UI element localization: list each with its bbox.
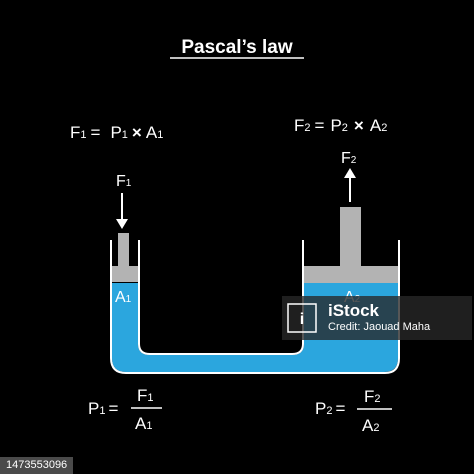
svg-text:P1=: P1= [88, 399, 118, 418]
image-id-badge: 1473553096 [0, 457, 74, 474]
svg-text:F2=P2×A2: F2=P2×A2 [294, 116, 387, 135]
container-wall [110, 240, 400, 374]
istock-logo-icon: i [282, 298, 322, 338]
svg-text:P2=: P2= [315, 399, 345, 418]
force-left-arrow [116, 193, 128, 229]
svg-text:A2: A2 [362, 416, 379, 435]
formula-bottom-left: P1= F1 A1 [88, 386, 162, 433]
force-right-arrow [344, 168, 356, 202]
formula-top-right: F2=P2×A2 [294, 116, 387, 135]
formula-bottom-right: P2= F2 A2 [315, 387, 392, 435]
area-left-label: A1 [115, 289, 132, 306]
svg-text:F1=P1×A1: F1=P1×A1 [70, 123, 163, 142]
force-left-label: F1 [116, 173, 132, 190]
watermark: i iStock Credit: Jaouad Maha [282, 296, 472, 340]
piston-right [304, 207, 398, 283]
watermark-credit: Credit: Jaouad Maha [328, 321, 431, 333]
watermark-brand: iStock [328, 301, 380, 320]
force-right-label: F2 [341, 150, 357, 167]
diagram-title: Pascal’s law [181, 37, 292, 58]
svg-text:F1: F1 [137, 386, 154, 405]
svg-text:A1: A1 [135, 414, 152, 433]
formula-top-left: F1=P1×A1 [70, 123, 163, 142]
svg-text:i: i [300, 311, 304, 328]
piston-left [112, 233, 138, 282]
svg-text:F2: F2 [364, 387, 381, 406]
